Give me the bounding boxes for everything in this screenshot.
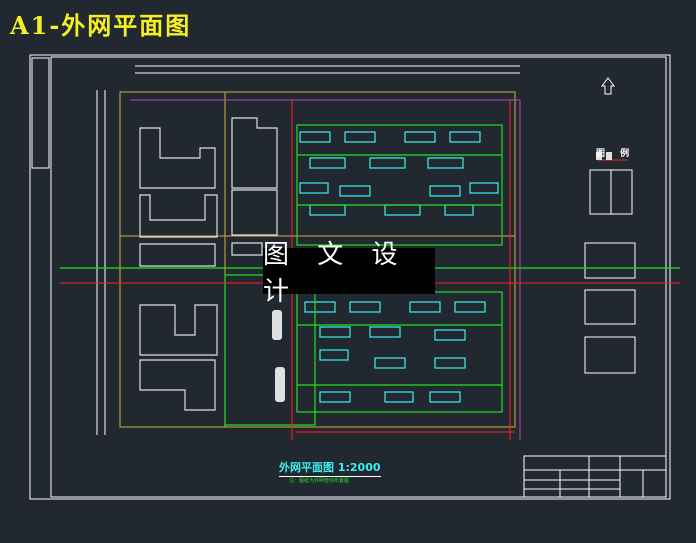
water-loop-south [296, 291, 503, 413]
table-1 [584, 242, 636, 279]
drawing-title: A1-外网平面图 [10, 11, 192, 40]
outer-frame [29, 54, 671, 500]
table-2 [584, 289, 636, 325]
legend-title: 图 例 [596, 149, 636, 159]
water-loop-north [296, 124, 503, 246]
inner-frame [50, 56, 667, 498]
north-arrow [601, 77, 615, 95]
site-boundary-road [119, 91, 516, 428]
plan-note: 注：图纸为外网管线布置图 [289, 478, 350, 484]
plan-title: 外网平面图 1:2000 [279, 459, 381, 477]
binding-strip [31, 57, 50, 169]
table-3 [584, 336, 636, 374]
watermark: 图 文 设 计 [263, 240, 435, 307]
title-block [523, 455, 667, 498]
